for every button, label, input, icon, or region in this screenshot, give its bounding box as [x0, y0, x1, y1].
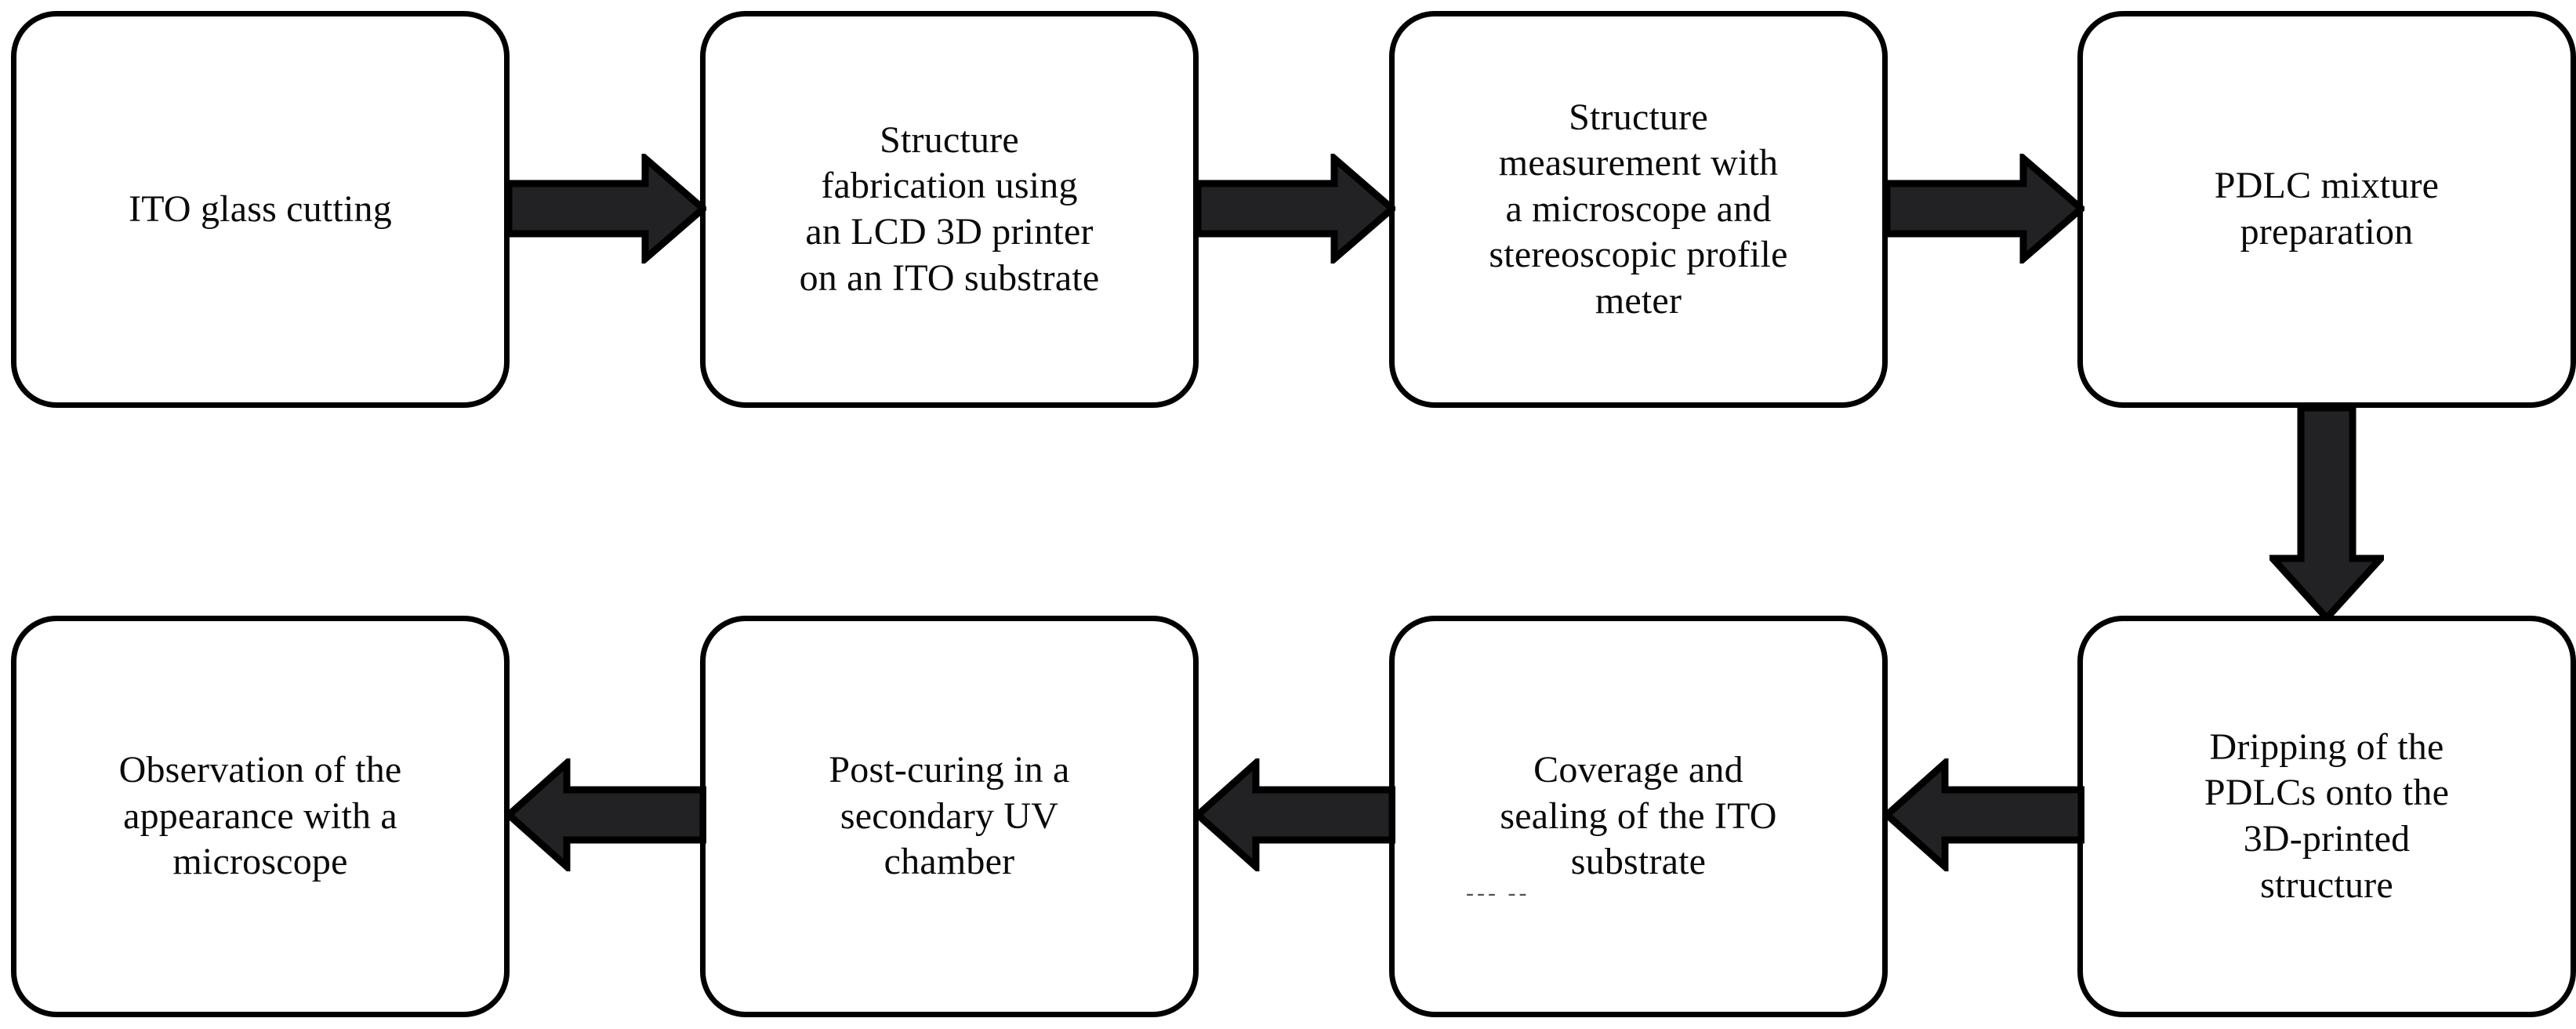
arrow-left-icon-node7-node8: [506, 758, 706, 871]
arrow-right-icon-node3-node4: [1884, 154, 2084, 264]
flowchart-node-4[interactable]: PDLC mixture preparation: [2077, 11, 2576, 408]
arrow-right-icon-node2-node3: [1195, 154, 1395, 264]
flowchart-node-5[interactable]: Dripping of the PDLCs onto the 3D-printe…: [2077, 616, 2576, 1017]
arrow-left-icon-node6-node7: [1195, 758, 1395, 871]
flowchart-node-label: ITO glass cutting: [129, 187, 392, 230]
flowchart-node-label: Coverage and sealing of the ITO substrat…: [1500, 749, 1777, 883]
flowchart-node-6[interactable]: Coverage and sealing of the ITO substrat…: [1389, 616, 1888, 1017]
flowchart-node-label: PDLC mixture preparation: [2214, 165, 2440, 253]
flowchart-node-2[interactable]: Structure fabrication using an LCD 3D pr…: [700, 11, 1199, 408]
flowchart-node-3[interactable]: Structure measurement with a microscope …: [1389, 11, 1888, 408]
flowchart-node-label: Observation of the appearance with a mic…: [118, 749, 402, 883]
arrow-left-icon-node5-node6: [1884, 758, 2084, 871]
flowchart-node-label: Dripping of the PDLCs onto the 3D-printe…: [2204, 725, 2450, 906]
stray-dash-artifact: --- --: [1466, 880, 1530, 906]
flowchart-node-label: Structure fabrication using an LCD 3D pr…: [799, 118, 1100, 299]
arrow-right-icon-node1-node2: [506, 154, 706, 264]
flowchart-node-1[interactable]: ITO glass cutting: [11, 11, 510, 408]
flowchart-node-8[interactable]: Observation of the appearance with a mic…: [11, 616, 510, 1017]
arrow-down-icon-node4-node5: [2269, 405, 2384, 621]
flowchart-node-label: Post-curing in a secondary UV chamber: [829, 749, 1070, 883]
flowchart-node-7[interactable]: Post-curing in a secondary UV chamber: [700, 616, 1199, 1017]
flowchart-node-label: Structure measurement with a microscope …: [1489, 96, 1788, 322]
